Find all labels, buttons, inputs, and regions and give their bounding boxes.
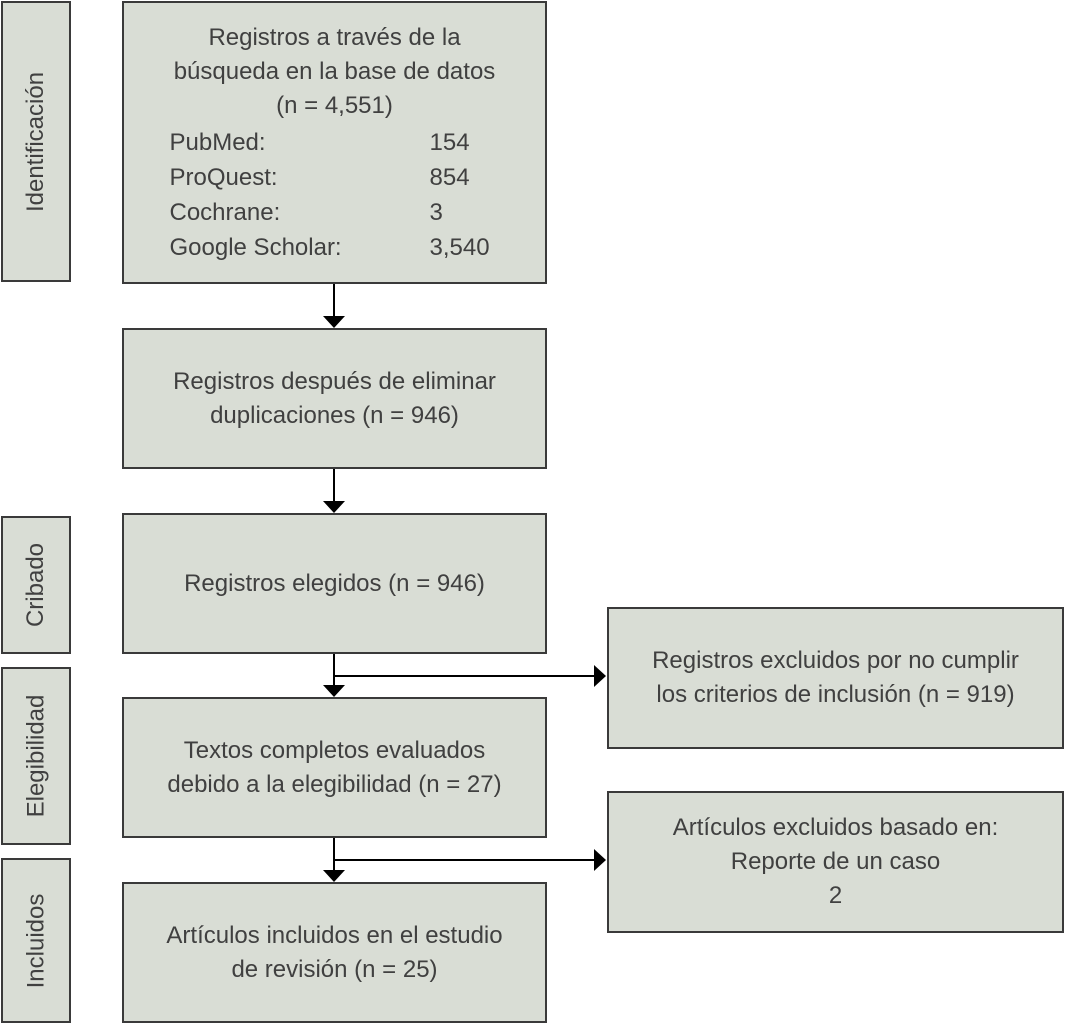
included-line1: Artículos incluidos en el estudio [166, 921, 503, 949]
source-count: 3,540 [429, 233, 490, 261]
source-name: Cochrane: [169, 198, 281, 226]
source-count: 154 [429, 128, 470, 156]
included-box: Artículos incluidos en el estudio de rev… [122, 882, 547, 1023]
stage-screening: Cribado [1, 516, 71, 654]
included-line2: de revisión (n = 25) [231, 955, 438, 983]
records-search-box: Registros a través de la búsqueda en la … [122, 1, 547, 284]
screened-box: Registros elegidos (n = 946) [122, 513, 547, 654]
excluded-screen-line1: Registros excluidos por no cumplir [652, 647, 1019, 674]
source-row-cochrane: Cochrane: 3 [170, 195, 500, 230]
excluded-fulltext-box: Artículos excluidos basado en: Reporte d… [607, 791, 1064, 933]
source-row-pubmed: PubMed: 154 [170, 125, 500, 160]
dedup-line1: Registros después de eliminar [173, 367, 496, 395]
excluded-screen-box: Registros excluidos por no cumplir los c… [607, 607, 1064, 749]
excluded-fulltext-line2: Reporte de un caso [730, 848, 941, 875]
stage-identification: Identificación [1, 1, 71, 282]
fulltext-line1: Textos completos evaluados [183, 736, 486, 764]
arrowhead-down [323, 870, 345, 882]
fulltext-line2: debido a la elegibilidad (n = 27) [167, 770, 502, 798]
source-name: Google Scholar: [169, 233, 342, 261]
arrowhead-right [594, 665, 606, 687]
arrowhead-right [594, 849, 606, 871]
screened-line1: Registros elegidos (n = 946) [184, 569, 485, 597]
source-count: 3 [429, 198, 443, 226]
dedup-line2: duplicaciones (n = 946) [210, 401, 459, 429]
arrowhead-down [323, 316, 345, 328]
arrowhead-down [323, 501, 345, 513]
records-search-line1: Registros a través de la [208, 23, 461, 51]
source-name: PubMed: [169, 128, 266, 156]
source-count: 854 [429, 163, 470, 191]
excluded-screen-line2: los criterios de inclusión (n = 919) [656, 681, 1015, 708]
source-list: PubMed: 154 ProQuest: 854 Cochrane: 3 Go… [170, 125, 500, 265]
source-row-proquest: ProQuest: 854 [170, 160, 500, 195]
dedup-box: Registros después de eliminar duplicacio… [122, 328, 547, 469]
records-search-total: (n = 4,551) [276, 91, 393, 119]
arrowhead-down [323, 685, 345, 697]
source-name: ProQuest: [169, 163, 278, 191]
excluded-fulltext-line3: 2 [828, 882, 843, 909]
stage-included: Incluidos [1, 858, 71, 1023]
excluded-fulltext-line1: Artículos excluidos basado en: [672, 814, 999, 841]
source-row-google-scholar: Google Scholar: 3,540 [170, 230, 500, 265]
fulltext-box: Textos completos evaluados debido a la e… [122, 697, 547, 838]
records-search-line2: búsqueda en la base de datos [173, 57, 496, 85]
stage-eligibility: Elegibilidad [1, 667, 71, 845]
